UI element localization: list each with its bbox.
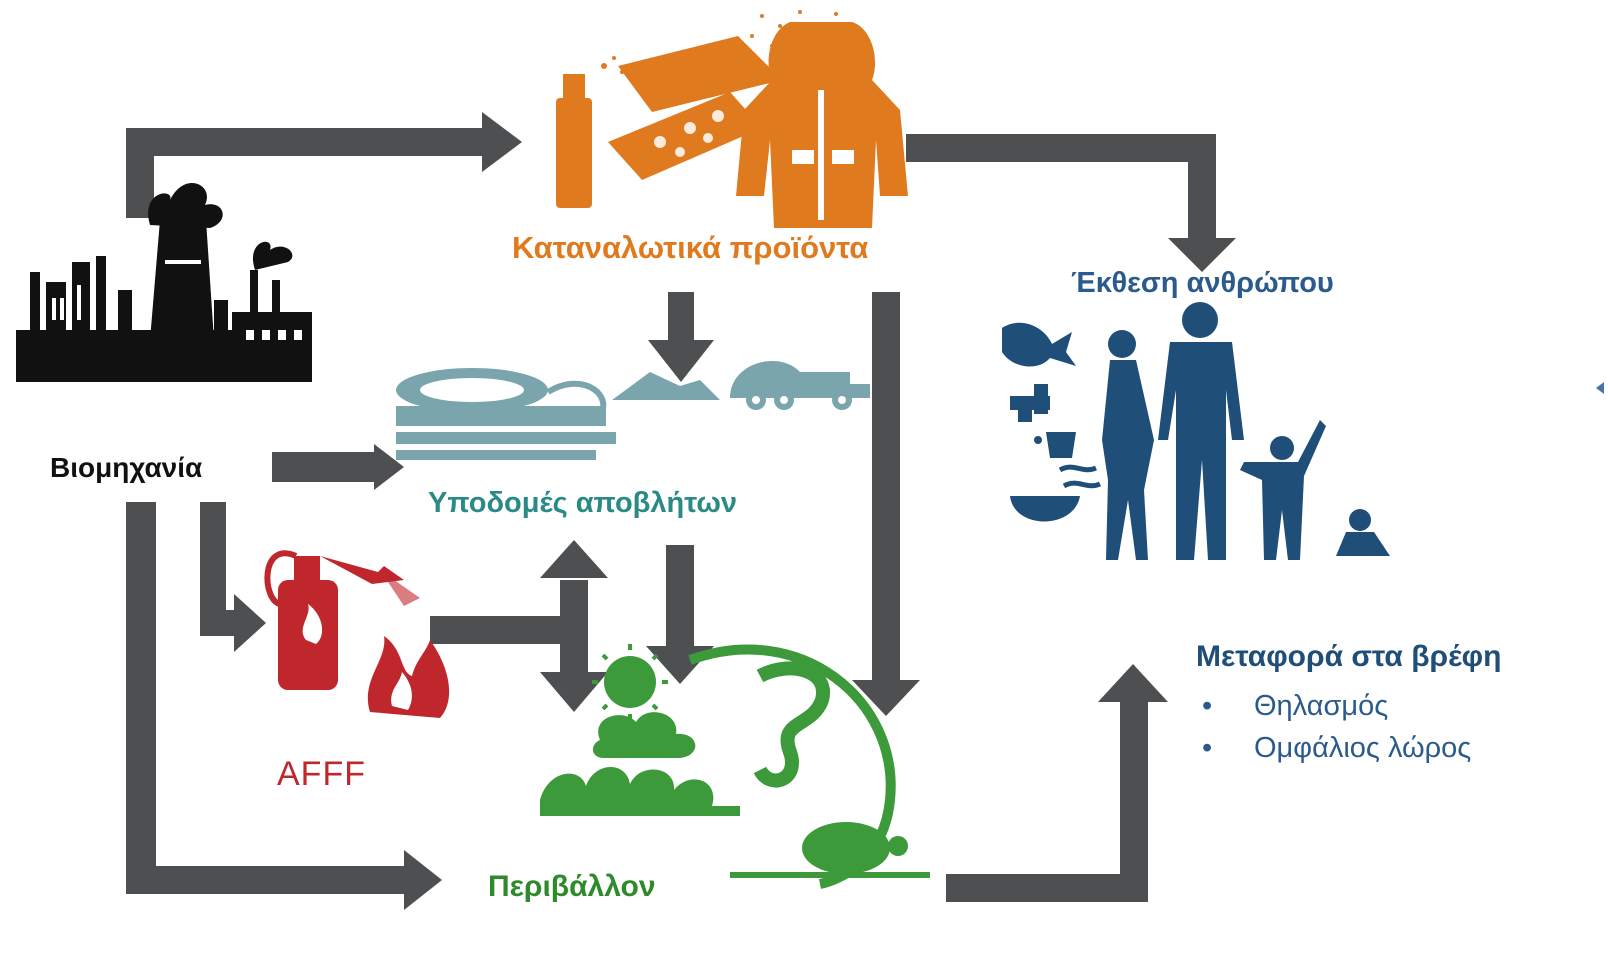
wave-icon: [540, 766, 740, 816]
industry-label: Βιομηχανία: [50, 452, 203, 483]
arrow-industry-to-waste: [272, 444, 404, 490]
consumer-products-label: Καταναλωτικά προϊόντα: [512, 230, 869, 265]
rain-jacket-icon: [736, 22, 908, 228]
arrow-industry-to-afff: [200, 502, 266, 652]
consumer-products-icons: [556, 10, 908, 228]
pizza-box-icon: [608, 36, 782, 180]
fire-extinguisher-icon: [264, 550, 404, 690]
cup-icon: [1046, 432, 1076, 458]
garbage-truck-icon: [730, 360, 870, 410]
arrow-consumer-to-human: [906, 134, 1236, 272]
food-bowl-icon: [1010, 464, 1101, 522]
bullet-glyph: •: [1202, 690, 1213, 722]
spray-can-icon: [556, 56, 624, 208]
environment-icons: [540, 644, 930, 889]
spray-stream-icon: [380, 570, 420, 606]
afff-icons: [264, 550, 450, 718]
environment-label: Περιβάλλον: [488, 870, 656, 903]
landfill-icon: [612, 372, 720, 400]
turtle-icon: [730, 822, 930, 878]
factory-icon: [16, 183, 312, 382]
transfer-route-breastfeeding: Θηλασμός: [1254, 690, 1389, 722]
arrow-consumer-to-environment: [852, 292, 920, 716]
baby-icon: [1336, 509, 1390, 556]
arrow-industry-to-consumer: [126, 112, 522, 218]
bullet-glyph: •: [1202, 732, 1213, 764]
flame-icon: [367, 636, 450, 718]
waste-infrastructure-icons: [396, 360, 870, 460]
fish-icon: [1002, 322, 1076, 367]
transfer-route-umbilical-cord: Ομφάλιος λώρος: [1254, 732, 1472, 764]
rain-drops-icon: [750, 10, 848, 48]
family-silhouette-icon: [1102, 302, 1326, 560]
flow-arrows: [126, 112, 1236, 910]
edge-arrow-fragment: [1596, 382, 1604, 394]
treatment-plant-icon: [396, 368, 616, 460]
arrow-consumer-to-waste: [648, 292, 714, 382]
cloud-icon: [592, 712, 696, 758]
arrow-environment-to-human: [946, 664, 1168, 902]
human-exposure-label: Έκθεση ανθρώπου: [1071, 267, 1334, 299]
faucet-icon: [1010, 384, 1050, 444]
waste-infrastructure-label: Υποδομές αποβλήτων: [428, 487, 737, 519]
human-exposure-icons: [1002, 302, 1390, 560]
afff-label: AFFF: [277, 755, 366, 793]
transfer-routes-list: • Θηλασμός • Ομφάλιος λώρος: [1202, 685, 1471, 769]
arrow-waste-to-environment: [646, 545, 714, 684]
sun-icon: [592, 644, 668, 720]
transfer-to-infants-heading: Μεταφορά στα βρέφη: [1196, 640, 1502, 673]
arrow-afff-junction: [430, 540, 608, 712]
transfer-route-item: • Θηλασμός: [1202, 685, 1471, 727]
arrow-industry-to-environment: [126, 502, 442, 910]
transfer-route-item: • Ομφάλιος λώρος: [1202, 727, 1471, 769]
